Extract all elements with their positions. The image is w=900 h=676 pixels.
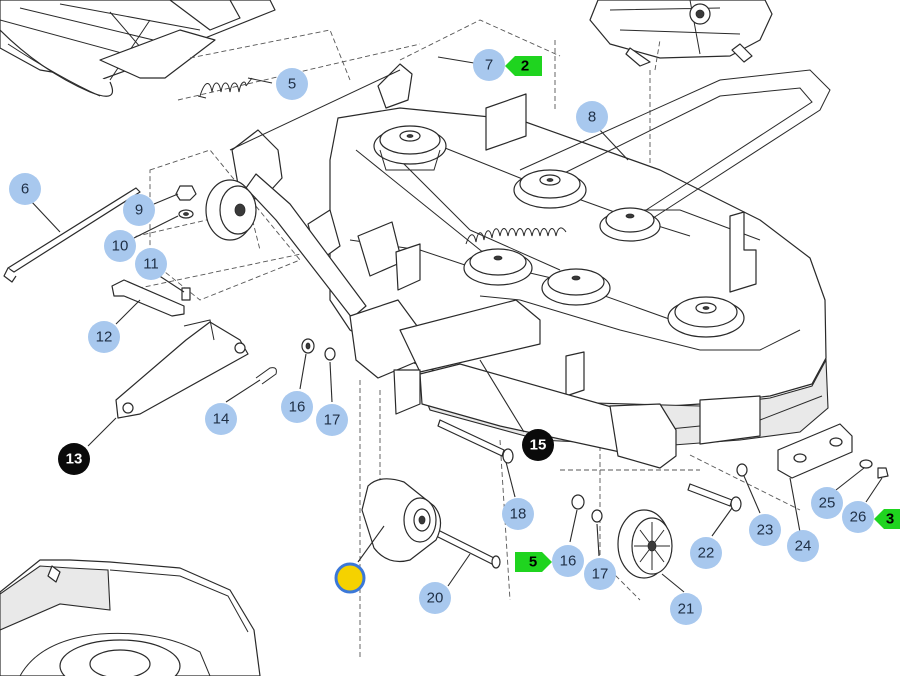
deck-brackets — [307, 93, 757, 397]
callout-25[interactable]: 25 — [811, 487, 843, 519]
callout-circle[interactable] — [749, 514, 781, 546]
bracket-arm-part — [115, 319, 249, 419]
pulley-upper-middle — [513, 169, 587, 209]
callout-circle[interactable] — [419, 582, 451, 614]
callout-circle[interactable] — [552, 545, 584, 577]
callout-selected[interactable] — [334, 562, 366, 594]
rear-bar-part — [393, 363, 677, 469]
housing-fragment-top-right — [589, 0, 773, 67]
front-lift-arm — [229, 63, 541, 379]
callout-18[interactable]: 18 — [502, 498, 534, 530]
callout-10[interactable]: 10 — [104, 230, 136, 262]
pulley-right — [667, 296, 745, 338]
pulley-center — [541, 268, 611, 306]
flag-shape[interactable] — [505, 56, 542, 76]
clevis-part — [111, 279, 185, 317]
callout-13[interactable]: 13 — [58, 443, 90, 475]
spring-part — [197, 77, 253, 99]
callout-16[interactable]: 16 — [281, 391, 313, 423]
callout-5[interactable]: 5 — [276, 68, 308, 100]
callout-circle[interactable] — [104, 230, 136, 262]
callout-15[interactable]: 15 — [522, 429, 554, 461]
callout-22[interactable]: 22 — [690, 537, 722, 569]
callout-11[interactable]: 11 — [135, 248, 167, 280]
callout-circle[interactable] — [473, 49, 505, 81]
flag-shape[interactable] — [515, 552, 552, 572]
nut-parts — [859, 459, 889, 479]
callout-14[interactable]: 14 — [205, 403, 237, 435]
callout-circle[interactable] — [502, 498, 534, 530]
callout-24[interactable]: 24 — [787, 530, 819, 562]
callout-16-second[interactable]: 16 — [552, 545, 584, 577]
callout-6[interactable]: 6 — [9, 173, 41, 205]
selected-callout-circle[interactable] — [334, 562, 366, 594]
callout-17[interactable]: 17 — [316, 404, 348, 436]
callout-circle[interactable] — [135, 248, 167, 280]
flag-shape[interactable] — [874, 509, 900, 529]
pulley-parts — [373, 125, 745, 338]
roller-wheel-right-part — [617, 509, 673, 579]
callout-23[interactable]: 23 — [749, 514, 781, 546]
callout-21[interactable]: 21 — [670, 593, 702, 625]
callout-circle[interactable] — [584, 558, 616, 590]
callout-circle[interactable] — [316, 404, 348, 436]
leader-lines — [29, 56, 883, 593]
callout-20[interactable]: 20 — [419, 582, 451, 614]
pulley-idler-right — [599, 207, 661, 242]
plate-part — [777, 423, 853, 479]
pulley-center-left — [463, 248, 533, 286]
callout-circle[interactable] — [9, 173, 41, 205]
callout-circle[interactable] — [576, 101, 608, 133]
callout-8[interactable]: 8 — [576, 101, 608, 133]
tension-spring-part — [465, 227, 567, 245]
quantity-flag-3[interactable]: 3 — [874, 509, 900, 529]
roller-wheel-part — [361, 478, 442, 563]
callout-circle[interactable] — [276, 68, 308, 100]
callout-circle[interactable] — [58, 443, 90, 475]
gauge-wheel-left — [205, 179, 257, 241]
callout-circle[interactable] — [88, 321, 120, 353]
callout-9[interactable]: 9 — [123, 194, 155, 226]
frame-fragment-top-left — [0, 0, 276, 97]
callout-circle[interactable] — [281, 391, 313, 423]
rod-part — [3, 187, 141, 283]
quantity-flag-5[interactable]: 5 — [515, 552, 552, 572]
callout-12[interactable]: 12 — [88, 321, 120, 353]
callout-circle[interactable] — [690, 537, 722, 569]
callout-circle[interactable] — [842, 501, 874, 533]
small-hardware — [175, 185, 197, 301]
washer-parts — [301, 338, 603, 523]
clip-part — [255, 367, 277, 385]
callout-7[interactable]: 7 — [473, 49, 505, 81]
deck-fragment-bottom-left — [0, 559, 261, 676]
callout-17-second[interactable]: 17 — [584, 558, 616, 590]
callout-circle[interactable] — [205, 403, 237, 435]
quantity-flag-2[interactable]: 2 — [505, 56, 542, 76]
callout-26[interactable]: 26 — [842, 501, 874, 533]
pulley-upper-left — [373, 125, 447, 171]
callout-circle[interactable] — [522, 429, 554, 461]
callout-circle[interactable] — [670, 593, 702, 625]
callout-circle[interactable] — [787, 530, 819, 562]
callout-circle[interactable] — [123, 194, 155, 226]
callout-circle[interactable] — [811, 487, 843, 519]
